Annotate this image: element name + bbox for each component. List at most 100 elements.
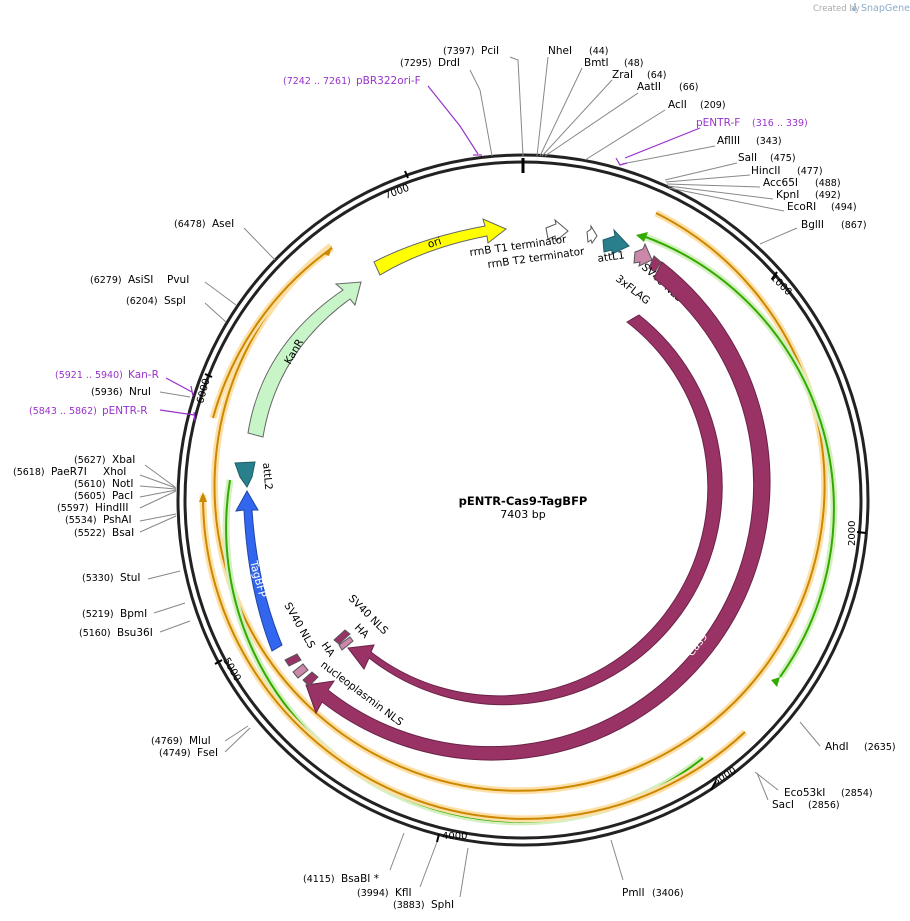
site-pos: (44) xyxy=(589,46,609,57)
site-name: XbaI xyxy=(112,454,135,466)
site-name: AhdI xyxy=(825,741,849,753)
site-name: BsaI xyxy=(112,527,134,539)
orf-arc-left xyxy=(212,247,333,419)
site-pos: (48) xyxy=(624,58,644,69)
plasmid-length: 7403 bp xyxy=(500,508,545,521)
site-pos: (6478) xyxy=(174,219,206,230)
site-pos: (5936) xyxy=(91,387,123,398)
attl2-label: attL2 xyxy=(260,462,274,490)
site-name: BsaBI * xyxy=(341,873,379,885)
site-pos: (5534) xyxy=(65,515,97,526)
site-name: PaeR7I xyxy=(51,466,87,478)
tick-label-7000: 7000 xyxy=(383,183,411,202)
site-name: SacI xyxy=(772,799,794,811)
ha-low-label: HA xyxy=(319,640,338,660)
site-name: PvuI xyxy=(167,274,189,286)
site-pos: (5610) xyxy=(74,479,106,490)
site-pos: (867) xyxy=(841,220,867,231)
ha-mid-label: HA xyxy=(352,622,372,642)
site-name: StuI xyxy=(120,572,141,584)
site-pos: (5597) xyxy=(57,503,89,514)
primer-name: Kan-R xyxy=(128,369,159,381)
site-name: NheI xyxy=(548,45,572,57)
primer-labels: (7242 .. 7261) pBR322ori-F pENTR-F (316 … xyxy=(29,75,808,417)
attl1-feature xyxy=(602,228,630,255)
site-name: MluI xyxy=(189,735,211,747)
site-labels-left: (6478) AseI (6279) AsiSI PvuI (6204) Ssp… xyxy=(13,218,234,759)
site-pos: (5522) xyxy=(74,528,106,539)
site-pos: (3406) xyxy=(652,888,684,899)
kanr-feature xyxy=(247,281,362,438)
site-pos: (492) xyxy=(815,190,841,201)
site-pos: (66) xyxy=(679,82,699,93)
tick-marks xyxy=(204,170,867,843)
site-pos: (3994) xyxy=(357,888,389,899)
site-name: Bsu36I xyxy=(117,627,153,639)
primer-name: pBR322ori-F xyxy=(356,75,421,87)
orf-arc-bottom xyxy=(201,494,746,820)
primer-range: (5843 .. 5862) xyxy=(29,406,97,417)
primer-range: (7242 .. 7261) xyxy=(283,76,351,87)
site-name: DrdI xyxy=(438,57,460,69)
site-name: XhoI xyxy=(103,466,126,478)
site-name: KpnI xyxy=(776,189,799,201)
site-name: PciI xyxy=(481,45,499,57)
tick-label-2000: 2000 xyxy=(847,521,858,546)
site-name: EcoRI xyxy=(787,201,816,213)
tagbfp-feature xyxy=(235,489,283,652)
sv40-nls-low-feature xyxy=(284,653,302,667)
site-pos: (5627) xyxy=(74,455,106,466)
site-name: FseI xyxy=(197,747,218,759)
site-name: Eco53kI xyxy=(784,787,825,799)
site-name: PacI xyxy=(112,490,133,502)
primer-range: (316 .. 339) xyxy=(752,118,808,129)
tick-label-3000: 3000 xyxy=(711,765,739,787)
primer-marks xyxy=(159,85,701,422)
tick-label-4000: 4000 xyxy=(442,831,467,842)
tagbfp-label: TagBFP xyxy=(247,559,269,599)
site-name: KflI xyxy=(395,887,412,899)
green-orf-arc xyxy=(642,235,835,678)
site-name: AclI xyxy=(668,99,687,111)
site-name: PshAI xyxy=(103,514,132,526)
flag3x-feature xyxy=(633,242,653,267)
snapgene-logo-icon xyxy=(851,3,856,12)
site-name: AseI xyxy=(212,218,234,230)
rrnb-t2-terminator-feature xyxy=(586,224,598,245)
site-pos: (6279) xyxy=(90,275,122,286)
orf-glow-arc-bottom xyxy=(199,494,748,823)
ha-low-feature xyxy=(292,663,309,679)
site-pos: (6204) xyxy=(126,296,158,307)
ori-label: ori xyxy=(426,235,443,251)
ha-mid-feature xyxy=(338,636,354,651)
site-name: AsiSI xyxy=(128,274,153,286)
site-pos: (5330) xyxy=(82,573,114,584)
site-pos: (7397) xyxy=(443,46,475,57)
site-name: BpmI xyxy=(120,608,147,620)
site-pos: (494) xyxy=(831,202,857,213)
site-name: BmtI xyxy=(584,57,609,69)
site-name: Acc65I xyxy=(763,177,798,189)
ori-feature xyxy=(373,218,507,276)
site-labels-bottom: (4115) BsaBI * (3994) KflI (3883) SphI P… xyxy=(303,741,896,911)
watermark-brand: SnapGene xyxy=(861,3,910,14)
site-name: ZraI xyxy=(612,69,633,81)
site-pos: (2854) xyxy=(841,788,873,799)
site-pos: (488) xyxy=(815,178,841,189)
attl1-label: attL1 xyxy=(597,249,626,265)
site-pos: (4769) xyxy=(151,736,183,747)
site-pos: (5160) xyxy=(79,628,111,639)
site-name: NotI xyxy=(112,478,134,490)
site-name: SspI xyxy=(164,295,186,307)
nucleoplasmin-nls-feature xyxy=(302,671,319,687)
site-labels-top: (7397) PciI NheI (44) BmtI (48) ZraI (64… xyxy=(400,45,867,231)
sv40-nls-top-feature xyxy=(648,255,662,273)
site-pos: (64) xyxy=(647,70,667,81)
green-orf-arrowhead xyxy=(771,677,780,687)
plasmid-name: pENTR-Cas9-TagBFP xyxy=(459,494,588,508)
site-pos: (5618) xyxy=(13,467,45,478)
site-pos: (343) xyxy=(756,136,782,147)
site-name: BglII xyxy=(801,219,824,231)
